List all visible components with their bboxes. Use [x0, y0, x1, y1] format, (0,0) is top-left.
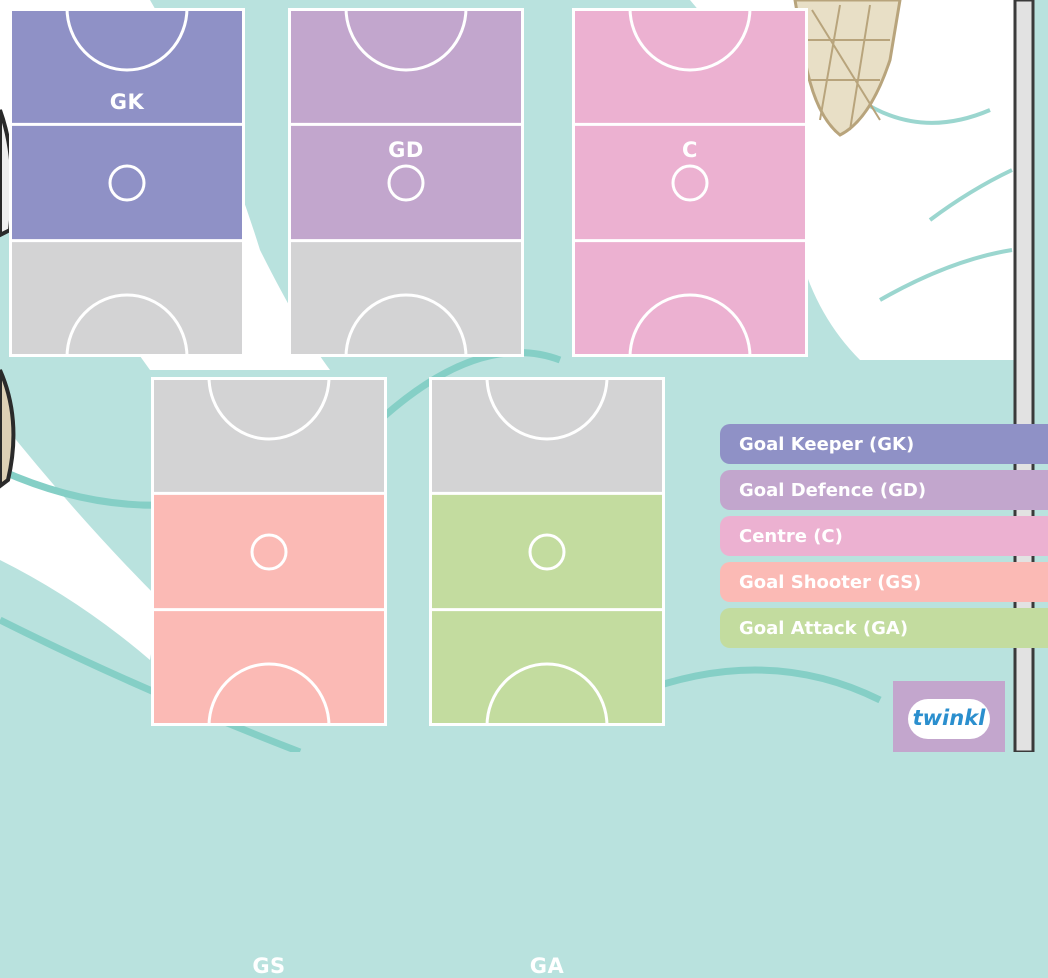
legend-item-gs: Goal Shooter (GS)	[720, 562, 1048, 602]
court-third	[429, 493, 665, 609]
court-label: GK	[9, 90, 245, 114]
court-third	[288, 8, 524, 124]
position-legend: Goal Keeper (GK) Goal Defence (GD) Centr…	[720, 424, 1048, 654]
court-ga: GA	[429, 377, 665, 726]
twinkl-logo: twinkl	[893, 681, 1005, 752]
court-third	[151, 493, 387, 609]
white-ball-shape	[0, 420, 160, 660]
logo-text: twinkl	[893, 706, 1005, 730]
legend-item-ga: Goal Attack (GA)	[720, 608, 1048, 648]
court-c: C	[572, 8, 808, 357]
court-third	[429, 610, 665, 726]
court-label: GA	[429, 954, 665, 978]
court-label: GD	[288, 138, 524, 162]
court-third	[572, 241, 808, 357]
court-third	[572, 8, 808, 124]
court-third	[9, 241, 245, 357]
player-arm	[0, 370, 13, 486]
legend-item-c: Centre (C)	[720, 516, 1048, 556]
court-third	[429, 377, 665, 493]
court-third	[9, 124, 245, 240]
legend-item-gd: Goal Defence (GD)	[720, 470, 1048, 510]
court-third	[288, 241, 524, 357]
court-third	[151, 610, 387, 726]
court-label: C	[572, 138, 808, 162]
court-gd: GD	[288, 8, 524, 357]
court-third	[151, 377, 387, 493]
court-label: GS	[151, 954, 387, 978]
legend-item-gk: Goal Keeper (GK)	[720, 424, 1048, 464]
court-gk: GK	[9, 8, 245, 357]
court-gs: GS	[151, 377, 387, 726]
